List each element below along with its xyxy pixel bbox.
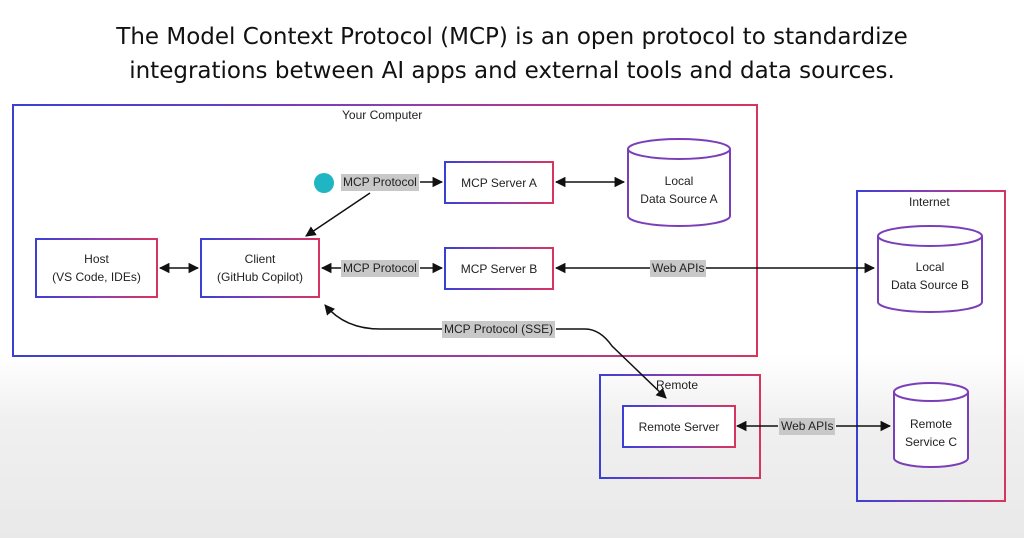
remote-service-c-line2: Service C xyxy=(904,435,957,449)
local-data-source-a-cylinder xyxy=(627,138,731,227)
client-subtitle: (GitHub Copilot) xyxy=(216,270,304,284)
local-data-source-a-line2: Data Source A xyxy=(640,192,718,206)
edge-label-web-apis-c: Web APIs xyxy=(779,418,836,435)
local-data-source-a-label: Local Data Source A xyxy=(628,172,730,208)
mcp-server-b-label: MCP Server B xyxy=(460,261,538,276)
client-title: Client xyxy=(244,252,276,266)
edge-label-web-apis-b: Web APIs xyxy=(650,260,707,277)
your-computer-label: Your Computer xyxy=(342,108,423,122)
headline-line-1: The Model Context Protocol (MCP) is an o… xyxy=(116,24,908,50)
host-subtitle: (VS Code, IDEs) xyxy=(52,270,141,284)
mcp-server-a-box: MCP Server A xyxy=(444,161,554,204)
mcp-server-b-box: MCP Server B xyxy=(444,247,554,290)
mcp-server-a-label: MCP Server A xyxy=(461,175,537,190)
local-data-source-b-line2: Data Source B xyxy=(890,278,970,292)
cursor-highlight-dot xyxy=(314,173,334,193)
remote-server-box: Remote Server xyxy=(622,405,736,448)
internet-label: Internet xyxy=(909,195,950,209)
arrow-protocol-a-client xyxy=(305,192,371,237)
local-data-source-b-line1: Local xyxy=(915,260,945,274)
edge-label-mcp-protocol-sse: MCP Protocol (SSE) xyxy=(442,321,556,338)
remote-service-c-label: Remote Service C xyxy=(894,415,968,451)
host-title: Host xyxy=(84,252,109,266)
local-data-source-b-cylinder xyxy=(877,225,983,313)
local-data-source-b-label: Local Data Source B xyxy=(878,258,982,294)
edge-label-mcp-protocol-a: MCP Protocol xyxy=(341,174,419,191)
arrow-sse-remote xyxy=(556,328,667,399)
edge-label-mcp-protocol-b: MCP Protocol xyxy=(341,260,419,277)
client-box: Client (GitHub Copilot) xyxy=(200,238,320,298)
remote-service-c-line1: Remote xyxy=(909,417,953,431)
remote-server-label: Remote Server xyxy=(638,419,720,434)
local-data-source-a-line1: Local xyxy=(664,174,694,188)
remote-service-c-cylinder xyxy=(893,382,969,468)
host-box: Host (VS Code, IDEs) xyxy=(35,238,158,298)
headline: The Model Context Protocol (MCP) is an o… xyxy=(0,20,1024,88)
headline-line-2: integrations between AI apps and externa… xyxy=(129,58,895,84)
arrow-sse-client xyxy=(324,304,442,330)
